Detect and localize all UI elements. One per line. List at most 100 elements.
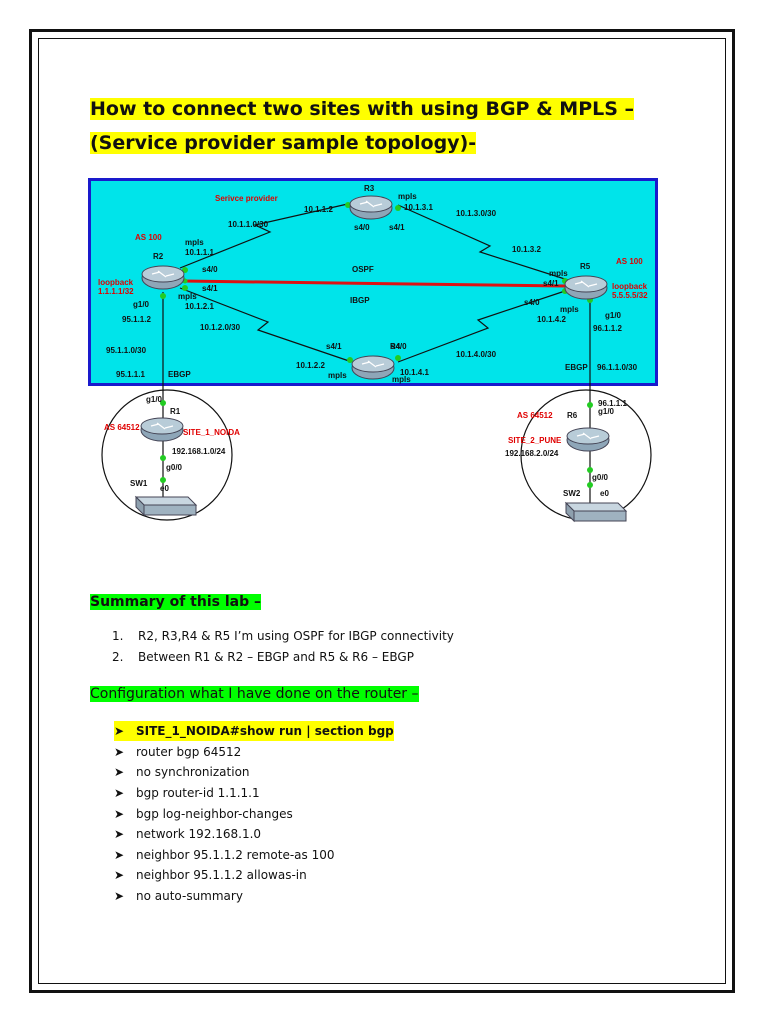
- list-item: ➤bgp log-neighbor-changes: [114, 803, 394, 824]
- s40-r2: s4/0: [202, 265, 218, 274]
- ibgp-link: [182, 279, 566, 288]
- e0-sw1: e0: [160, 484, 169, 493]
- page-title: How to connect two sites with using BGP …: [90, 92, 670, 160]
- loopback-r2-ip: 1.1.1.1/32: [98, 287, 134, 296]
- switch-icon: [564, 501, 628, 523]
- list-item: ➤neighbor 95.1.1.2 allowas-in: [114, 865, 394, 886]
- loopback-r5-ip: 5.5.5.5/32: [612, 291, 648, 300]
- s40-r3: s4/0: [354, 223, 370, 232]
- link-r2-r3: [179, 202, 353, 269]
- arrow-bullet-icon: ➤: [114, 744, 125, 759]
- net-r1-r2: 95.1.1.0/30: [106, 346, 147, 355]
- ip-r2-g: 95.1.1.2: [122, 315, 151, 324]
- arrow-bullet-icon: ➤: [114, 868, 125, 883]
- ibgp-label: IBGP: [350, 296, 370, 305]
- list-item: ➤neighbor 95.1.1.2 remote-as 100: [114, 845, 394, 866]
- s41-r2: s4/1: [202, 284, 218, 293]
- ip-r5-g: 96.1.1.2: [593, 324, 622, 333]
- arrow-bullet-icon: ➤: [114, 786, 125, 801]
- mpls-r3: mpls: [398, 192, 417, 201]
- lan2-label: 192.168.2.0/24: [505, 449, 559, 458]
- config-heading: Configuration what I have done on the ro…: [90, 686, 419, 702]
- router-icon: [351, 355, 395, 380]
- ip-r3-left: 10.1.1.2: [304, 205, 333, 214]
- s40-r4: s4/0: [391, 342, 407, 351]
- arrow-bullet-icon: ➤: [114, 765, 125, 780]
- loopback-r5-label: loopback: [612, 282, 648, 291]
- mpls-r4-left: mpls: [328, 371, 347, 380]
- s41-r5: s4/1: [543, 279, 559, 288]
- link-r2-r4: [179, 287, 353, 363]
- lan1-label: 192.168.1.0/24: [172, 447, 226, 456]
- link-r3-r5: [397, 204, 569, 281]
- net-r5-r6: 96.1.1.0/30: [597, 363, 638, 372]
- mpls-r2-top: mpls: [185, 238, 204, 247]
- g10-r1: g1/0: [146, 395, 163, 404]
- sw2-label: SW2: [563, 489, 581, 498]
- router-icon: [140, 417, 184, 442]
- switch-icon: [134, 495, 198, 517]
- ip-r2-bot: 10.1.2.1: [185, 302, 214, 311]
- r4-label: R4: [390, 342, 401, 351]
- e0-sw2: e0: [600, 489, 609, 498]
- as64512-right: AS 64512: [517, 411, 553, 420]
- list-item: ➤network 192.168.1.0: [114, 824, 394, 845]
- ip-r2-top: 10.1.1.1: [185, 248, 214, 257]
- arrow-bullet-icon: ➤: [114, 847, 125, 862]
- router-icon: [564, 275, 608, 300]
- ebgp-left: EBGP: [168, 370, 191, 379]
- config-list: ➤SITE_1_NOIDA#show run | section bgp ➤ro…: [114, 721, 394, 906]
- ip-r5-bot: 10.1.4.2: [537, 315, 566, 324]
- g00-r1: g0/0: [166, 463, 183, 472]
- ip-r3-right: 10.1.3.1: [404, 203, 433, 212]
- service-provider-label: Serivce provider: [215, 194, 278, 203]
- g00-r6: g0/0: [592, 473, 609, 482]
- s41-r3: s4/1: [389, 223, 405, 232]
- ip-r4-right: 10.1.4.1: [400, 368, 429, 377]
- s40-r5: s4/0: [524, 298, 540, 307]
- mpls-r4-right: mpls: [392, 375, 411, 384]
- g10-r6: g1/0: [598, 407, 615, 416]
- net-r2-r4: 10.1.2.0/30: [200, 323, 241, 332]
- as100-right-label: AS 100: [616, 257, 643, 266]
- list-item: 1.R2, R3,R4 & R5 I’m using OSPF for IBGP…: [112, 629, 454, 643]
- s41-r4: s4/1: [326, 342, 342, 351]
- topology-diagram: Serivce provider AS 100 AS 100 R2 R3 R4 …: [98, 184, 652, 523]
- list-item: ➤router bgp 64512: [114, 742, 394, 763]
- list-item: ➤SITE_1_NOIDA#show run | section bgp: [114, 721, 394, 742]
- as100-left-label: AS 100: [135, 233, 162, 242]
- summary-list: 1.R2, R3,R4 & R5 I’m using OSPF for IBGP…: [112, 626, 454, 668]
- net-r4-r5: 10.1.4.0/30: [456, 350, 497, 359]
- list-item: ➤bgp router-id 1.1.1.1: [114, 783, 394, 804]
- site1-label: SITE_1_NOIDA: [183, 428, 240, 437]
- site2-label: SITE_2_PUNE: [508, 436, 562, 445]
- page-border-inner: [38, 38, 726, 984]
- site1-circle: [101, 389, 233, 521]
- summary-heading: Summary of this lab –: [90, 594, 261, 610]
- mpls-r5: mpls: [549, 269, 568, 278]
- r6-label: R6: [567, 411, 578, 420]
- r1-label: R1: [170, 407, 181, 416]
- sw1-label: SW1: [130, 479, 148, 488]
- loopback-r2-label: loopback: [98, 278, 134, 287]
- ospf-label: OSPF: [352, 265, 374, 274]
- router-icon: [349, 195, 393, 220]
- r2-label: R2: [153, 252, 164, 261]
- mpls-r5-bot: mpls: [560, 305, 579, 314]
- net-r3-r5: 10.1.3.0/30: [456, 209, 497, 218]
- arrow-bullet-icon: ➤: [114, 724, 125, 739]
- list-item: ➤no synchronization: [114, 762, 394, 783]
- list-item: ➤no auto-summary: [114, 886, 394, 907]
- link-r4-r5: [397, 289, 569, 363]
- ip-r1: 95.1.1.1: [116, 370, 145, 379]
- page-border-outer: [29, 29, 735, 993]
- ip-r6: 96.1.1.1: [598, 399, 627, 408]
- g10-r2: g1/0: [133, 300, 150, 309]
- arrow-bullet-icon: ➤: [114, 827, 125, 842]
- net-r2-r3: 10.1.1.0/30: [228, 220, 269, 229]
- router-icon: [566, 427, 610, 452]
- arrow-bullet-icon: ➤: [114, 889, 125, 904]
- g10-r5: g1/0: [605, 311, 622, 320]
- arrow-bullet-icon: ➤: [114, 806, 125, 821]
- router-icon: [141, 265, 185, 290]
